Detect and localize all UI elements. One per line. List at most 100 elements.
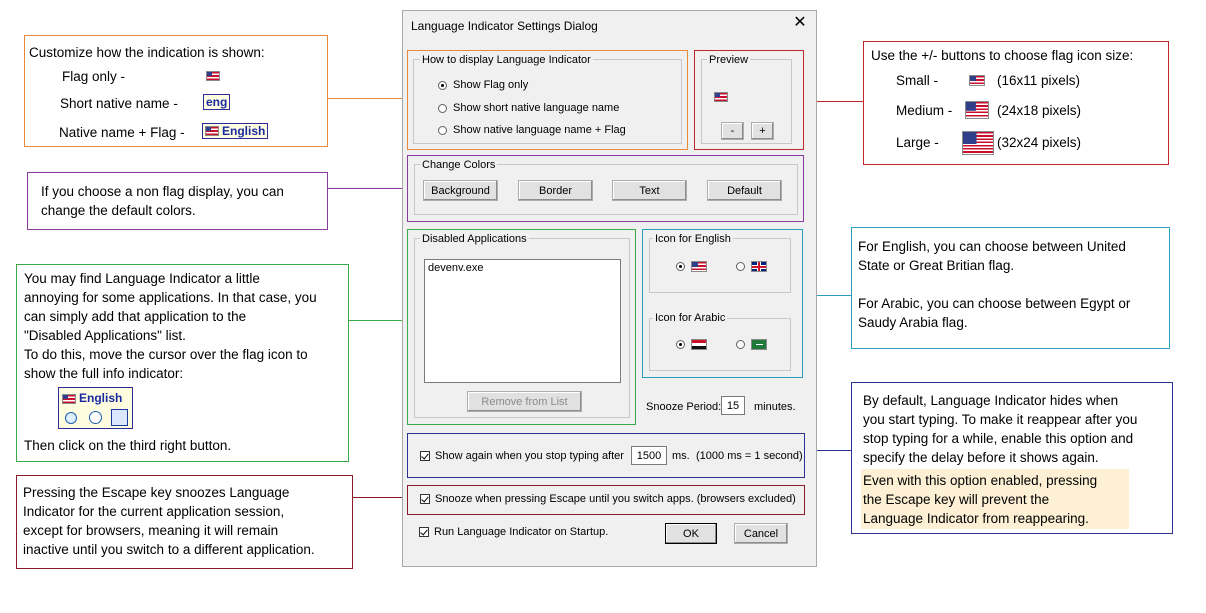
indicator-button-1-icon xyxy=(65,412,77,424)
preview-legend: Preview xyxy=(707,54,751,66)
remove-from-list-button[interactable]: Remove from List xyxy=(467,391,582,412)
border-color-button[interactable]: Border xyxy=(518,180,593,201)
us-flag-icon xyxy=(206,71,220,81)
callout-heading: Use the +/- buttons to choose flag icon … xyxy=(871,48,1134,63)
ok-button[interactable]: OK xyxy=(665,523,717,544)
english-icon-legend: Icon for English xyxy=(653,233,733,245)
us-flag-icon xyxy=(205,126,219,136)
size-minus-button[interactable]: - xyxy=(721,122,744,140)
checkbox-box xyxy=(420,451,430,461)
show-again-group: Show again when you stop typing after 15… xyxy=(407,433,805,478)
callout-show-again: By default, Language Indicator hides whe… xyxy=(851,382,1173,534)
disabled-applications-group: Disabled Applications devenv.exe Remove … xyxy=(407,229,636,425)
radio-label: Show native language name + Flag xyxy=(453,124,626,136)
size-medium-pixels: (24x18 pixels) xyxy=(997,103,1082,118)
radio-arabic-eg[interactable] xyxy=(676,339,707,350)
radio-english-uk[interactable] xyxy=(736,261,767,272)
startup-checkbox[interactable]: Run Language Indicator on Startup. xyxy=(419,526,608,538)
show-again-checkbox[interactable]: Show again when you stop typing after xyxy=(420,450,624,462)
radio-flag-only[interactable]: Show Flag only xyxy=(438,79,528,91)
display-mode-group: How to display Language Indicator Show F… xyxy=(407,50,688,150)
close-icon[interactable]: ✕ xyxy=(793,14,807,31)
native-flag-badge: English xyxy=(202,123,269,139)
callout-disabled-apps: You may find Language Indicator a little… xyxy=(16,264,349,462)
radio-dot xyxy=(676,340,685,349)
badge-text: eng xyxy=(206,95,228,109)
radio-label: Show Flag only xyxy=(453,79,529,91)
callout-line: show the full info indicator: xyxy=(24,366,184,381)
size-small-pixels: (16x11 pixels) xyxy=(997,73,1081,88)
callout-line: By default, Language Indicator hides whe… xyxy=(863,393,1119,408)
egypt-flag-icon xyxy=(691,339,707,350)
radio-native-name-flag[interactable]: Show native language name + Flag xyxy=(438,124,626,136)
connector-disabled xyxy=(348,320,408,321)
flag-only-label: Flag only - xyxy=(62,69,126,84)
indicator-header: English xyxy=(62,389,122,408)
snooze-period-input[interactable]: 15 xyxy=(721,396,745,415)
text-color-button[interactable]: Text xyxy=(612,180,687,201)
callout-line: specify the delay before it shows again. xyxy=(863,450,1099,465)
list-item[interactable]: devenv.exe xyxy=(428,262,484,274)
size-medium-label: Medium - xyxy=(896,103,953,118)
callout-display-modes: Customize how the indication is shown: F… xyxy=(24,35,328,147)
checkbox-box xyxy=(420,494,430,504)
connector-flag-size xyxy=(803,101,864,102)
callout-line: Indicator for the current application se… xyxy=(23,504,285,519)
show-again-label: Show again when you stop typing after xyxy=(435,450,624,462)
callout-line: Language Indicator from reappearing. xyxy=(863,511,1089,526)
connector-flags-choice xyxy=(801,295,852,296)
size-large-label: Large - xyxy=(896,135,939,150)
us-flag-medium-icon xyxy=(965,101,989,119)
show-again-delay-input[interactable]: 1500 xyxy=(631,446,667,465)
size-plus-button[interactable]: + xyxy=(751,122,774,140)
indicator-button-2-icon xyxy=(89,411,102,424)
disabled-applications-list[interactable]: devenv.exe xyxy=(424,259,621,383)
radio-arabic-sa[interactable] xyxy=(736,339,767,350)
radio-dot xyxy=(438,80,447,90)
show-again-note: (1000 ms = 1 second) xyxy=(696,450,803,462)
preview-group: Preview - + xyxy=(694,50,804,150)
startup-label: Run Language Indicator on Startup. xyxy=(434,526,609,538)
callout-line: Pressing the Escape key snoozes Language xyxy=(23,485,290,500)
us-flag-small-icon xyxy=(969,75,985,86)
callout-line: Even with this option enabled, pressing xyxy=(863,473,1098,488)
callout-escape: Pressing the Escape key snoozes Language… xyxy=(16,475,353,569)
snooze-escape-label: Snooze when pressing Escape until you sw… xyxy=(435,493,796,505)
indicator-text: English xyxy=(79,391,123,405)
background-color-button[interactable]: Background xyxy=(423,180,498,201)
callout-line: change the default colors. xyxy=(41,203,196,218)
callout-line: you start typing. To make it reappear af… xyxy=(863,412,1138,427)
settings-dialog: Language Indicator Settings Dialog ✕ How… xyxy=(402,10,817,567)
snooze-escape-checkbox[interactable]: Snooze when pressing Escape until you sw… xyxy=(420,493,796,505)
saudi-flag-icon xyxy=(751,339,767,350)
cancel-button[interactable]: Cancel xyxy=(734,523,788,544)
callout-line: can simply add that application to the xyxy=(24,309,247,324)
dialog-title: Language Indicator Settings Dialog xyxy=(411,19,598,33)
badge-text: English xyxy=(222,124,266,138)
radio-label: Show short native language name xyxy=(453,102,620,114)
checkbox-box xyxy=(419,527,429,537)
snooze-period-unit: minutes. xyxy=(754,401,796,413)
callout-line: Then click on the third right button. xyxy=(24,438,232,453)
radio-short-name[interactable]: Show short native language name xyxy=(438,102,619,114)
preview-flag-icon xyxy=(714,92,728,102)
change-colors-legend: Change Colors xyxy=(420,159,498,171)
default-color-button[interactable]: Default xyxy=(707,180,782,201)
callout-line: To do this, move the cursor over the fla… xyxy=(24,347,308,362)
change-colors-group: Change Colors Background Border Text Def… xyxy=(407,155,804,222)
callout-line: inactive until you switch to a different… xyxy=(23,542,315,557)
radio-english-us[interactable] xyxy=(676,261,707,272)
us-flag-icon xyxy=(691,261,707,272)
connector-display xyxy=(327,98,408,99)
callout-line: Saudy Arabia flag. xyxy=(858,315,968,330)
callout-line: For English, you can choose between Unit… xyxy=(858,239,1126,254)
callout-line: the Escape key will prevent the xyxy=(863,492,1050,507)
callout-colors: If you choose a non flag display, you ca… xyxy=(27,172,328,230)
callout-line: If you choose a non flag display, you ca… xyxy=(41,184,284,199)
short-name-badge: eng xyxy=(203,94,231,110)
connector-escape xyxy=(352,497,408,498)
callout-line: stop typing for a while, enable this opt… xyxy=(863,431,1134,446)
callout-line: annoying for some applications. In that … xyxy=(24,290,317,305)
callout-line: "Disabled Applications" list. xyxy=(24,328,186,343)
callout-line: For Arabic, you can choose between Egypt… xyxy=(858,296,1131,311)
